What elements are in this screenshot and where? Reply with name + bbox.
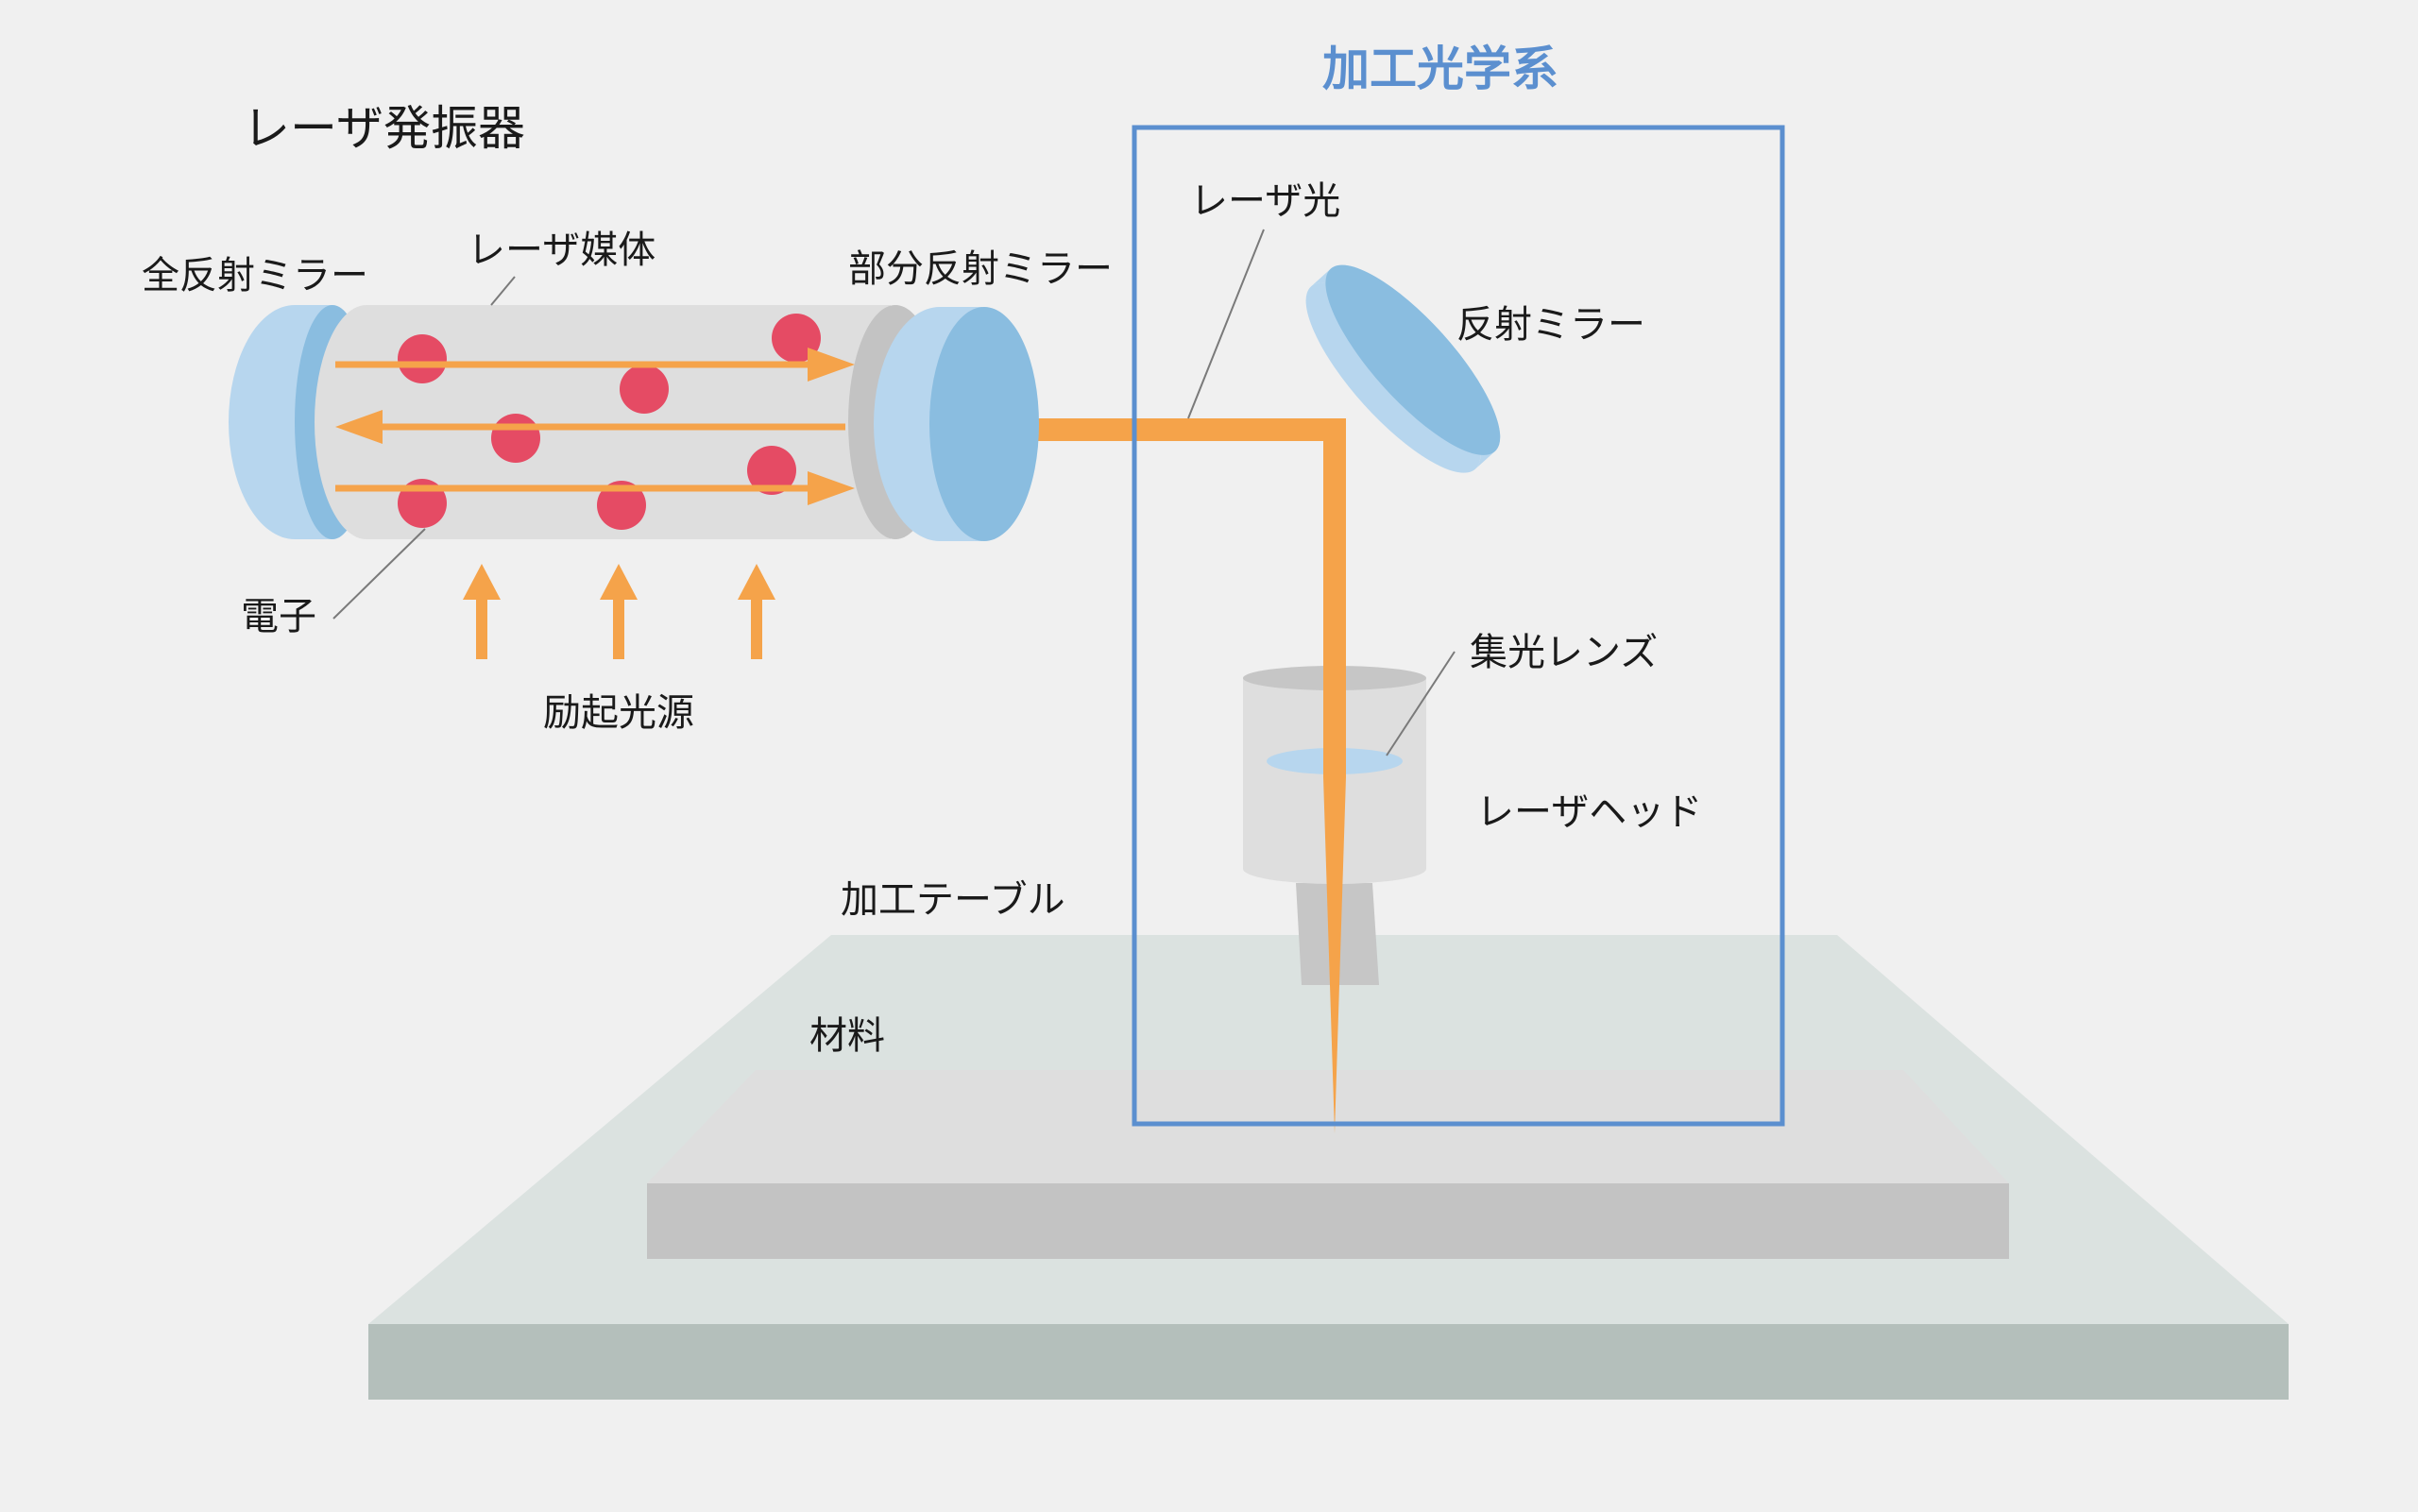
- laser-beam-focus: [1323, 777, 1346, 1133]
- label-processing-table: 加工テーブル: [841, 878, 1065, 922]
- material: [647, 1070, 2009, 1259]
- label-laser-oscillator: レーザ発振器: [243, 101, 525, 156]
- electron: [491, 414, 540, 463]
- oscillation-arrows: [335, 348, 855, 505]
- oscillation-arrowhead: [808, 471, 855, 505]
- label-electron: 電子: [241, 595, 316, 638]
- laser-beam-horizontal: [990, 418, 1334, 441]
- laser-beam-vertical: [1323, 418, 1346, 777]
- label-laser-medium: レーザ媒体: [468, 229, 656, 272]
- oscillation-arrowhead: [808, 348, 855, 382]
- leader-lines: [332, 229, 1456, 756]
- label-excitation-source: 励起光源: [543, 691, 694, 735]
- label-condenser-lens: 集光レンズ: [1470, 631, 1658, 674]
- label-partial-reflection-mirror: 部分反射ミラー: [848, 247, 1113, 291]
- excitation-arrow: [613, 598, 624, 659]
- excitation-arrow: [476, 598, 487, 659]
- reflection-mirror: [1305, 264, 1501, 473]
- leader-line-electron: [332, 528, 426, 620]
- electron: [398, 334, 447, 383]
- electron: [747, 446, 796, 495]
- excitation-arrowhead: [463, 564, 501, 600]
- title: 加工光学系: [1322, 42, 1558, 96]
- material-side: [647, 1183, 2009, 1259]
- table-side: [368, 1324, 2289, 1400]
- leader-line-laser-medium: [490, 276, 516, 306]
- label-reflection-mirror: 反射ミラー: [1456, 303, 1645, 347]
- leader-line-laser-light: [1187, 229, 1265, 419]
- label-laser-light: レーザ光: [1190, 179, 1340, 223]
- processing-optics-frame: [1132, 125, 1785, 1127]
- leader-line-condenser-lens: [1386, 651, 1456, 756]
- laser-oscillator: [229, 305, 1039, 541]
- excitation-arrowhead: [600, 564, 638, 600]
- electron: [597, 481, 646, 530]
- partial-reflection-mirror-face: [929, 307, 1039, 541]
- label-material: 材料: [809, 1014, 885, 1058]
- laser-beam: [990, 418, 1346, 1133]
- excitation-source-arrows: [463, 564, 775, 659]
- material-top: [647, 1070, 2009, 1183]
- label-laser-head: レーザヘッド: [1476, 790, 1702, 834]
- oscillation-arrowhead: [335, 410, 383, 444]
- excitation-arrowhead: [738, 564, 775, 600]
- reflection-mirror-face: [1325, 264, 1501, 455]
- excitation-arrow: [751, 598, 762, 659]
- label-total-reflection-mirror: 全反射ミラー: [142, 254, 368, 297]
- electron: [620, 365, 669, 414]
